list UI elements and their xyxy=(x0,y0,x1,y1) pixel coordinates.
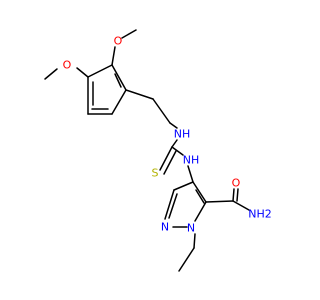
bond-pz-inner-1 xyxy=(195,189,205,204)
atom-label-o-methoxy-top: O xyxy=(114,35,123,48)
bond-nh-c xyxy=(171,139,178,148)
bond-ch2-nh xyxy=(169,122,178,129)
atom-label-nh-lower: NH xyxy=(183,154,200,167)
bond-camide-o-1 xyxy=(232,188,235,202)
atom-label-n-pyrazole-2: N xyxy=(161,221,169,234)
bond-c-s-1 xyxy=(159,146,173,171)
atom-label-n-pyrazole-1: N xyxy=(187,222,195,235)
bond-pz-inner-2 xyxy=(168,193,178,219)
atom-label-nh2: NH2 xyxy=(248,208,272,221)
bond-pz-c4-c5 xyxy=(192,181,207,203)
bond-c-nh xyxy=(171,146,184,156)
bond-pz-c5-n1 xyxy=(194,201,207,222)
bond-o-top-ring xyxy=(111,46,116,66)
bond-c5-camide xyxy=(205,200,234,203)
bond-o-left-ring xyxy=(76,67,89,78)
bond-ch2-ch2 xyxy=(152,98,171,124)
bonds xyxy=(44,29,250,272)
atom-label-s: S xyxy=(152,167,159,180)
atom-label-o-amide: O xyxy=(232,177,241,190)
atom-label-nh-upper: NH xyxy=(174,128,191,141)
bond-methyl-o-left xyxy=(44,68,58,80)
bond-pz-c3-c4 xyxy=(173,181,194,191)
bond-c-s-2 xyxy=(163,150,177,175)
bond-ch2-ch3 xyxy=(178,247,195,272)
molecule-structure-diagram: O O NH NH S O NH2 N N xyxy=(44,29,272,272)
atom-label-o-methoxy-left: O xyxy=(63,59,72,72)
bond-ring-1 xyxy=(111,64,127,91)
bond-ring-5 xyxy=(87,64,113,78)
bond-ring-2 xyxy=(111,89,127,115)
bond-pz-n2-c3 xyxy=(164,189,175,220)
bond-ring-inner-1 xyxy=(114,73,122,88)
bond-ring-ch2 xyxy=(125,89,154,100)
bond-nh-pyrazole xyxy=(187,165,194,183)
atom-labels: O O NH NH S O NH2 N N xyxy=(63,35,272,235)
bond-methyl-o-top xyxy=(121,29,137,39)
bond-camide-nh2 xyxy=(232,200,250,211)
bond-n1-ch2 xyxy=(193,233,196,249)
bond-camide-o-2 xyxy=(236,188,239,202)
